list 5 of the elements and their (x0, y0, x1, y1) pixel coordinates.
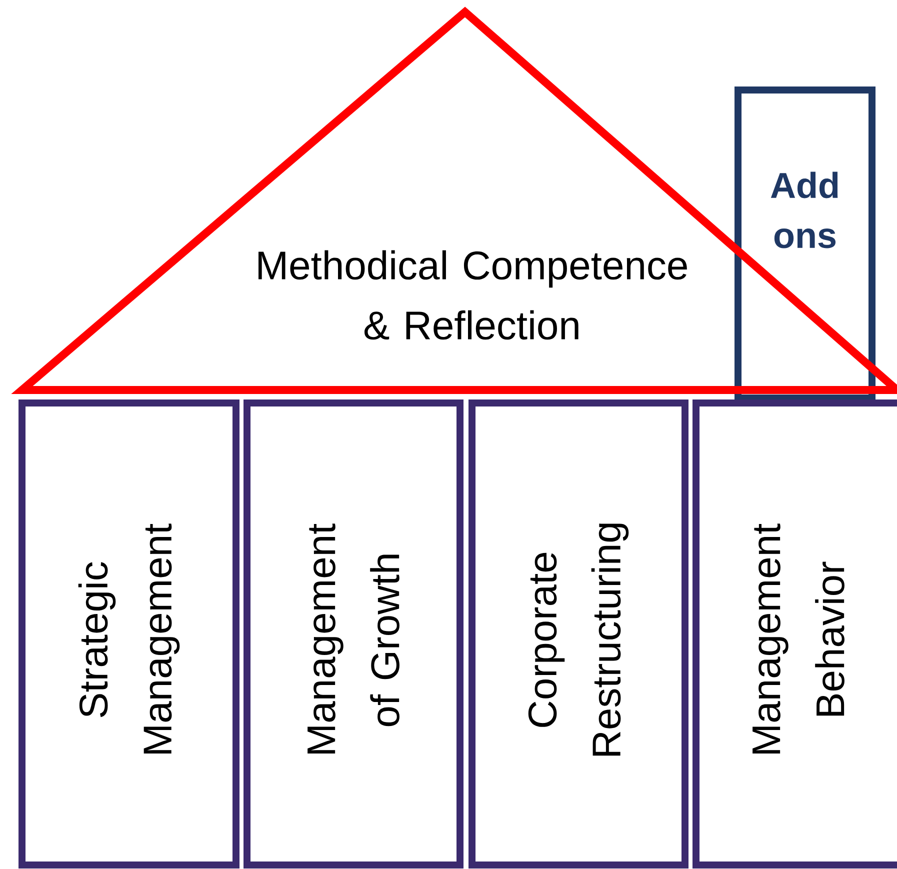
pillar-box: Management of Growth (244, 399, 464, 868)
add-ons-box: Add ons (734, 86, 876, 402)
pillar-box: Management Behavior (692, 399, 897, 868)
pillar-box: Corporate Restructuring (468, 399, 688, 868)
pillar-box: Strategic Management (18, 399, 240, 868)
